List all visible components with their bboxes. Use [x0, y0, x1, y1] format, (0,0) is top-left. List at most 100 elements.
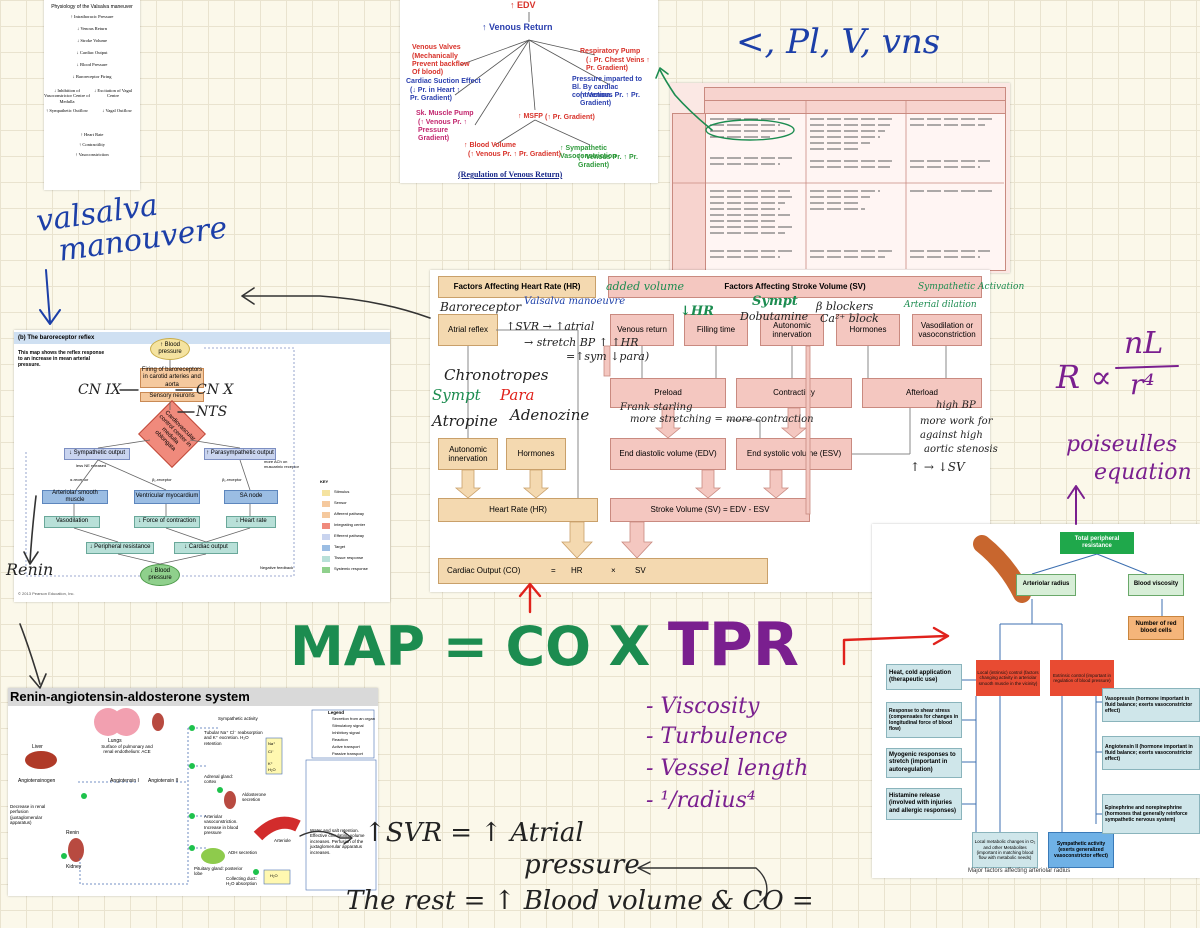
hormones-box: Hormones: [836, 314, 900, 346]
raas-symp: Sympathetic activity: [218, 716, 258, 721]
raas-legend-item: Passive transport: [332, 751, 363, 756]
raas-graphics: [25, 708, 377, 891]
vr-sk-muscle: Sk. Muscle Pump: [416, 110, 474, 117]
ar-caption: Major factors affecting arteriolar radiu…: [968, 868, 1071, 874]
hw-radius4: - ¹/radius⁴: [646, 788, 756, 813]
hw-added-volume: added volume: [606, 280, 685, 293]
esv-box: End systolic volume (ESV): [736, 438, 852, 470]
hw-turbulence: - Turbulence: [646, 724, 788, 749]
hw-map-x: X: [608, 615, 651, 678]
raas-arteriolar: Arteriolar vasoconstriction. Increase in…: [204, 814, 239, 836]
br-more-ach: more ACh on muscarinic receptor: [264, 459, 299, 469]
ar-epi: Epinephrine and norepinephrine (hormones…: [1102, 794, 1200, 834]
key-swatch: [322, 490, 330, 496]
hw-starling: Frank starling: [620, 402, 693, 413]
hw-map-co: CO: [505, 615, 592, 678]
ar-symp: Sympathetic activity (exerts generalized…: [1048, 832, 1114, 868]
key-label: Sensor: [334, 500, 347, 505]
br-periph: ↓ Peripheral resistance: [86, 542, 154, 554]
hw-viscosity: - Viscosity: [646, 694, 760, 719]
key-swatch: [322, 534, 330, 540]
raas-angiotensinogen: Angiotensinogen: [18, 778, 56, 784]
br-neg-fb: Negative feedback: [260, 565, 294, 570]
br-force: ↓ Force of contraction: [134, 516, 200, 528]
key-label: Tissue response: [334, 555, 364, 560]
contractility-box: Contractility: [736, 378, 852, 408]
br-ventricular: Ventricular myocardium: [134, 490, 200, 504]
ar-heat: Heat, cold application (therapeutic use): [886, 664, 962, 690]
ar-ang2: Angiotensin II (hormone important in flu…: [1102, 736, 1200, 770]
ar-histamine: Histamine release (involved with injurie…: [886, 788, 962, 820]
raas-legend-item: Stimulatory signal: [332, 723, 364, 728]
hw-against: against high: [920, 430, 983, 441]
br-parasymp: ↑ Parasympathetic output: [204, 448, 276, 460]
raas-legend-item: Secretion from an organ: [332, 716, 375, 721]
hw-bainbridge: =↑sym ↓para): [566, 350, 650, 363]
raas-adh: ADH secretion: [228, 850, 258, 855]
hw-arterial-dil: Arterial dilation: [904, 300, 977, 310]
ar-metabolic: Local metabolic changes in O₂ and other …: [972, 832, 1038, 868]
br-bp: ↓ Blood pressure: [140, 564, 180, 586]
br-symp: ↓ Sympathetic output: [64, 448, 130, 460]
table-lines: [672, 100, 1004, 269]
hw-cn10: CN X: [196, 382, 234, 398]
sv-formula-box: Stroke Volume (SV) = EDV - ESV: [610, 498, 810, 522]
valsalva-steps-panel: Physiology of the Valsalva maneuver ↑ In…: [44, 0, 140, 190]
raas-lungs-sub: Surface of pulmonary and renal endotheli…: [101, 744, 153, 755]
valsalva-step: ↓ Blood Pressure: [76, 62, 108, 67]
hw-the-rest: The rest = ↑ Blood volume & CO =: [346, 886, 814, 916]
key-swatch: [322, 545, 330, 551]
vr-sk-muscle-sub: (↑ Venous Pr. ↑ Pressure Gradient): [418, 119, 468, 143]
raas-ion-h2o-2: H₂O: [270, 873, 278, 878]
valsalva-step: ↓ Stroke Volume: [76, 38, 108, 43]
raas-ion-k: K⁺: [268, 761, 273, 766]
key-swatch: [322, 501, 330, 507]
hw-dobutamine: Dobutamine: [740, 310, 809, 323]
arteriolar-radius-panel: Total peripheral resistance Arteriolar r…: [872, 524, 1200, 878]
key-label: Efferent pathway: [334, 533, 364, 538]
hw-high-bp: high BP: [936, 400, 976, 411]
filling-time-box: Filling time: [684, 314, 748, 346]
vr-pressure-imparted: Pressure imparted to Bl. By cardiac cont…: [572, 76, 643, 100]
baroreflex-title: (b) The baroreceptor reflex: [14, 332, 390, 344]
hw-map-eq: =: [442, 615, 488, 678]
hw-pressure: pressure: [524, 850, 640, 880]
raas-ion-na: Na⁺: [268, 741, 276, 746]
br-hr: ↓ Heart rate: [226, 516, 276, 528]
valsalva-step: ↑ Intrathoracic Pressure: [70, 14, 114, 19]
vr-symp-vaso: ↑ Sympathetic Vasoconstriction: [560, 145, 617, 161]
raas-liver: Liver: [32, 744, 43, 750]
valsalva-step: ↓ Baroreceptor Firing: [72, 74, 112, 79]
valsalva-step: ↑ Heart Rate: [80, 132, 104, 137]
vr-cardiac-suction-sub: (↓ Pr. in Heart ↑ Pr. Gradient): [410, 87, 461, 103]
raas-decrease: Decrease in renal perfusion (juxtaglomer…: [10, 804, 46, 826]
hw-stretch: → stretch BP ↑ ↑HR: [524, 336, 639, 349]
valsalva-step: ↓ Vagal Outflow: [102, 108, 132, 113]
hw-valsalva-manoeuvre: Valsalva manoeuvre: [524, 296, 626, 307]
key-swatch: [322, 556, 330, 562]
ar-extrinsic: Extrinsic control (important in regulati…: [1050, 660, 1114, 696]
valsalva-step: ↑ Contractility: [78, 142, 106, 147]
hw-cn9: CN IX: [78, 382, 121, 398]
raas-arteriole: Arteriole: [274, 838, 291, 843]
baroreflex-desc: This map shows the reflex response to an…: [18, 350, 105, 368]
key-label: Target: [334, 544, 346, 549]
hw-sympathetic: Sympathetic Activation: [918, 282, 1025, 292]
key-swatch: [322, 567, 330, 573]
hw-atropine: Atropine: [432, 412, 498, 430]
hw-poiseuille-1: poiseulles: [1066, 432, 1178, 457]
vr-msfp-sub: (↑ Pr. Gradient): [545, 114, 595, 121]
atrial-reflex-box: Atrial reflex: [438, 314, 498, 346]
valsalva-step: ↓ Excitation of Vagal Centre: [93, 88, 133, 99]
vr-msfp: ↑ MSFP: [518, 113, 543, 120]
br-alpha: α-receptor: [70, 477, 89, 482]
key-swatch: [322, 512, 330, 518]
hw-chronotropes: Chronotropes: [444, 366, 549, 384]
hw-frac-num: nL: [1124, 326, 1164, 361]
flowchart-arrows: [454, 329, 947, 559]
co-x: ×: [611, 566, 616, 575]
hw-ca-block: Ca²⁺ block: [820, 312, 879, 325]
venous-return-panel: ↑ EDV ↑ Venous Return Venous Valves (Mec…: [400, 0, 658, 183]
raas-tubular: Tubular Na⁺ Cl⁻ reabsorption and K⁺ excr…: [204, 730, 263, 746]
hw-sympt-2: Sympt: [752, 294, 798, 309]
